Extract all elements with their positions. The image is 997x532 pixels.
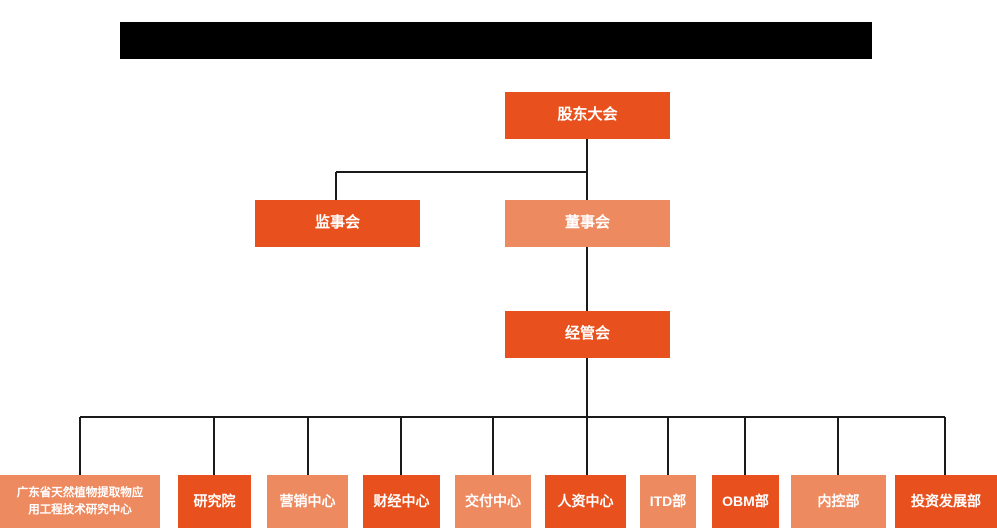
node-supervisory-board[interactable]: 监事会 <box>255 200 420 247</box>
eng-center-line1: 广东省天然植物提取物应 <box>16 486 144 499</box>
node-delivery-center[interactable]: 交付中心 <box>455 475 531 528</box>
node-itd-department[interactable]: ITD部 <box>640 475 696 528</box>
node-research-institute[interactable]: 研究院 <box>178 475 251 528</box>
node-obm-department[interactable]: OBM部 <box>712 475 779 528</box>
eng-center-line2: 用工程技术研究中心 <box>28 503 132 516</box>
node-finance-center[interactable]: 财经中心 <box>363 475 440 528</box>
node-engineering-research-center[interactable]: 广东省天然植物提取物应 用工程技术研究中心 <box>0 475 160 528</box>
node-internal-control-department[interactable]: 内控部 <box>791 475 886 528</box>
node-investment-development-department[interactable]: 投资发展部 <box>895 475 997 528</box>
node-shareholders-meeting[interactable]: 股东大会 <box>505 92 670 139</box>
redacted-title-bar <box>120 22 872 59</box>
node-management-committee[interactable]: 经管会 <box>505 311 670 358</box>
node-hr-center[interactable]: 人资中心 <box>545 475 626 528</box>
node-board-of-directors[interactable]: 董事会 <box>505 200 670 247</box>
node-marketing-center[interactable]: 营销中心 <box>267 475 348 528</box>
